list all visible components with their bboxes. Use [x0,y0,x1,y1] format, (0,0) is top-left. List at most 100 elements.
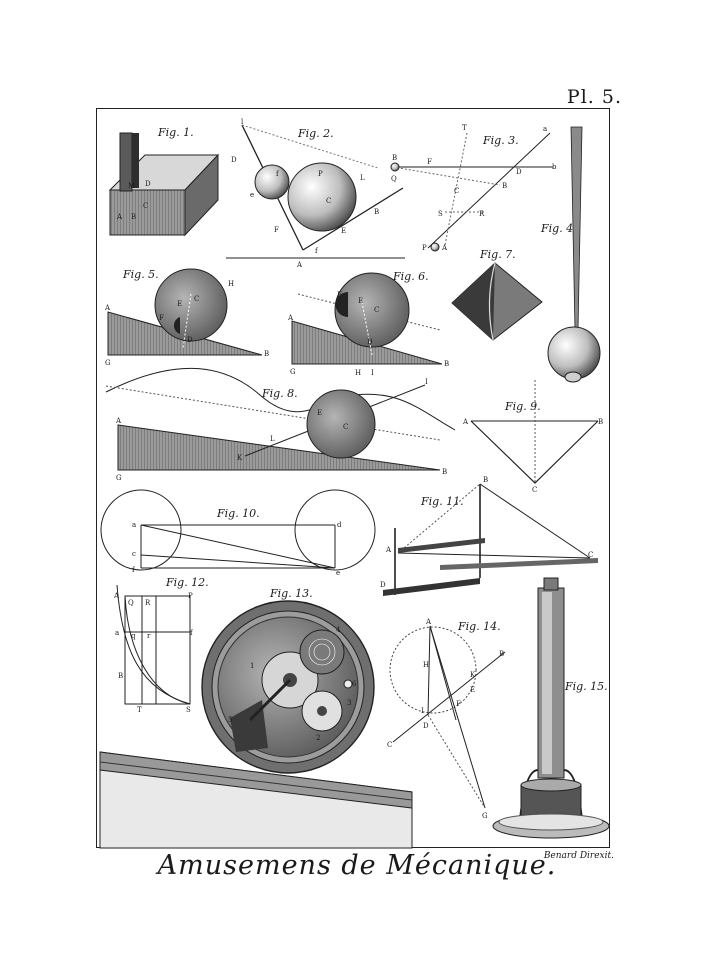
fig3-letter-B2: B [502,182,507,190]
fig11-letter-C: C [588,551,593,559]
fig12-letter-r: r [147,632,151,640]
fig8-letter-G: G [116,474,122,482]
figure-5: Fig. 5. H E C A F D G B [104,268,269,367]
fig8-letter-B: B [442,468,447,476]
figure-13-label: Fig. 13. [269,587,313,600]
fig14-letter-C: C [387,741,392,749]
figure-8: Fig. 8. I A E C L K G B [105,367,456,482]
fig13-number-4: 4 [336,626,341,634]
fig3-letter-Q: Q [391,175,397,183]
figure-14-label: Fig. 14. [457,620,501,633]
figure-13: Fig. 13. 1 2 3 4 5 6 [201,587,375,774]
fig13-number-2: 2 [316,734,320,742]
fig2-letter-l: l [241,118,244,126]
fig5-letter-A: A [104,304,111,312]
fig5-letter-F: F [159,314,164,322]
fig6-letter-B: B [444,360,449,368]
fig3-letter-P: P [422,244,427,252]
figure-7: Fig. 7. [451,248,543,341]
fig6-letter-G: G [290,368,296,376]
fig2-letter-E: E [341,227,346,235]
fig12-letter-S: S [186,706,191,714]
fig10-letter-f: f [132,566,136,574]
fig12-letter-T: T [137,706,142,714]
engraver-signature: Benard Direxit. [543,851,614,861]
figure-3-label: Fig. 3. [482,134,519,147]
figure-11-label: Fig. 11. [420,495,464,508]
fig6-letter-I: I [371,369,374,377]
plate-number: Pl. 5. [566,86,622,108]
fig10-letter-a: a [132,521,136,529]
fig6-letter-E: E [358,297,363,305]
fig11-letter-A: A [385,546,392,554]
fig12-letter-P: P [188,592,193,600]
figure-9: Fig. 9. A B C [462,380,603,494]
fig2-letter-C: C [326,197,331,205]
figure-11: Fig. 11. B A C D [380,476,598,596]
fig8-letter-K: K [237,454,243,462]
figure-15-label: Fig. 15. [564,680,608,693]
fig2-letter-F: F [274,226,279,234]
fig3-letter-F: F [427,158,432,166]
figure-6-label: Fig. 6. [392,270,429,283]
fig5-letter-G: G [105,359,111,367]
figure-6: Fig. 6. F E C A D G H I B [287,270,449,377]
fig14-letter-D: D [423,722,429,730]
fig1-letter-M: M [128,182,135,190]
fig8-letter-E: E [317,409,322,417]
fig14-letter-K: K [470,671,476,679]
fig3-letter-A: A [441,244,448,252]
fig14-letter-F: F [456,700,461,708]
fig14-letter-G: G [482,812,488,820]
fig12-letter-f: f [190,629,194,637]
fig10-letter-c: c [132,550,136,558]
figure-15: Fig. 15. [492,577,610,839]
figure-10-label: Fig. 10. [216,507,260,520]
fig1-letter-C: C [143,202,148,210]
fig12-letter-A: A [113,592,120,600]
fig12-letter-q: q [131,632,136,640]
fig12-letter-a: a [115,629,119,637]
figure-10: Fig. 10. a d c f e [100,489,376,577]
fig2-letter-L: L [360,174,365,182]
fig12-letter-B: B [118,672,123,680]
fig11-letter-D: D [380,581,386,589]
fig2-letter-A: A [296,261,303,269]
fig3-letter-B: B [392,154,397,162]
fig6-letter-C: C [374,306,379,314]
figure-4: Fig. 4. [540,126,601,383]
figure-3: Fig. 3. T a B F b Q D C B S R P A [390,124,557,252]
fig13-number-3: 3 [347,699,351,707]
fig5-letter-D: D [187,336,193,344]
fig3-letter-a: a [543,125,547,133]
fig8-letter-A: A [115,417,122,425]
plate-title: Amusemens de Mécanique. [157,850,557,881]
figure-12: Fig. 12. A Q R P a q r f B T S [113,576,209,714]
fig8-letter-I: I [425,378,428,386]
fig1-letter-D: D [145,180,151,188]
fig5-letter-B: B [264,350,269,358]
fig13-number-6: 6 [352,680,357,688]
fig3-letter-T: T [462,124,467,132]
fig14-letter-H: H [423,661,429,669]
fig14-letter-A: A [425,618,432,626]
fig13-number-5: 5 [228,716,232,724]
fig3-letter-R: R [479,210,485,218]
figure-1-label: Fig. 1. [157,126,194,139]
fig14-letter-E: E [470,686,475,694]
fig5-letter-E: E [177,300,182,308]
fig14-letter-I: I [421,707,424,715]
fig3-letter-D: D [516,168,522,176]
fig5-letter-H: H [228,280,234,288]
fig6-letter-H: H [355,369,361,377]
fig12-letter-R: R [145,599,151,607]
fig9-letter-C: C [532,486,537,494]
fig11-letter-B: B [483,476,488,484]
fig2-letter-D: D [231,156,237,164]
fig3-letter-S: S [438,210,443,218]
figure-4-label: Fig. 4. [540,222,577,235]
fig1-letter-A: A [116,213,123,221]
fig1-letter-B: B [131,213,136,221]
fig6-letter-A: A [287,314,294,322]
fig12-letter-Q: Q [128,599,134,607]
